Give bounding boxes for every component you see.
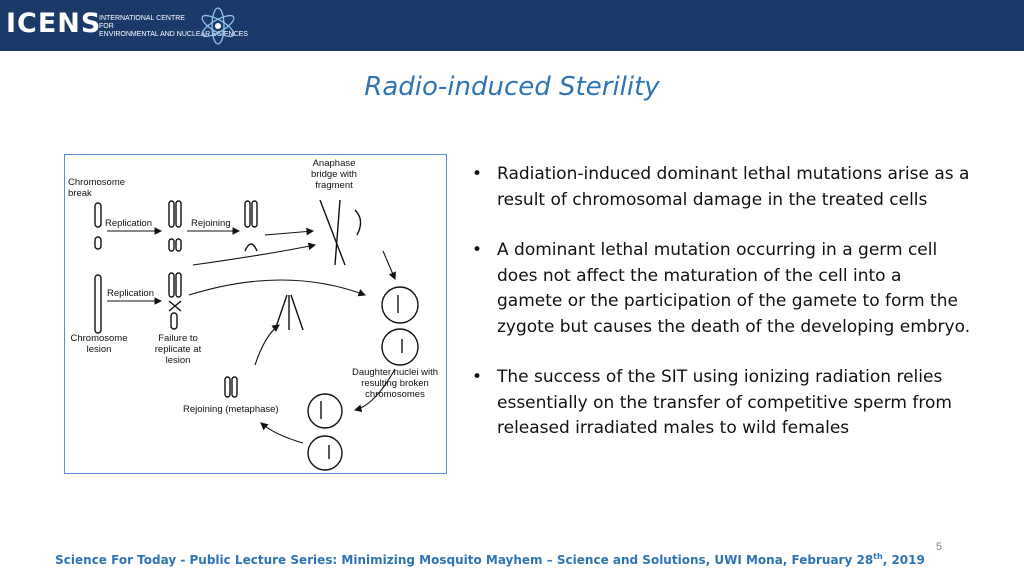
- label-replication-mid: Replication: [107, 288, 154, 299]
- bullet-item: • Radiation-induced dominant lethal muta…: [472, 162, 972, 213]
- bullet-text: Radiation-induced dominant lethal mutati…: [497, 164, 970, 210]
- logo-text: ICENS: [6, 8, 102, 39]
- diagram-drawing: [94, 199, 419, 471]
- bullet-text: The success of the SIT using ionizing ra…: [497, 367, 952, 438]
- label-rejoining-top: Rejoining: [191, 218, 231, 229]
- logo-subtitle: INTERNATIONAL CENTRE FOR ENVIRONMENTAL A…: [99, 15, 248, 38]
- bullet-icon: •: [472, 240, 483, 260]
- bullet-text: A dominant lethal mutation occurring in …: [497, 240, 971, 337]
- bullet-icon: •: [472, 367, 483, 387]
- label-chromosome-lesion: Chromosome lesion: [70, 333, 128, 355]
- bullet-item: • The success of the SIT using ionizing …: [472, 365, 972, 442]
- slide-number: 5: [936, 541, 943, 553]
- bullet-list: • Radiation-induced dominant lethal muta…: [472, 162, 972, 467]
- bullet-item: • A dominant lethal mutation occurring i…: [472, 238, 972, 340]
- label-replication-top: Replication: [105, 218, 152, 229]
- slide-title: Radio-induced Sterility: [364, 72, 660, 102]
- header-bar: ICENS INTERNATIONAL CENTRE FOR ENVIRONME…: [0, 0, 1024, 51]
- atom-icon: [201, 7, 235, 45]
- footer-text: Science For Today - Public Lecture Serie…: [55, 552, 925, 567]
- chromosome-diagram: Chromosome break Replication Rejoining A…: [64, 154, 447, 474]
- label-chromosome-break: Chromosome break: [68, 177, 126, 199]
- label-anaphase: Anaphase bridge with fragment: [311, 158, 357, 191]
- bullet-icon: •: [472, 164, 483, 184]
- label-daughter-nuclei: Daughter nuclei with resulting broken ch…: [351, 367, 439, 400]
- label-failure-to-replicate: Failure to replicate at lesion: [154, 333, 202, 366]
- label-rejoining-metaphase: Rejoining (metaphase): [183, 404, 279, 415]
